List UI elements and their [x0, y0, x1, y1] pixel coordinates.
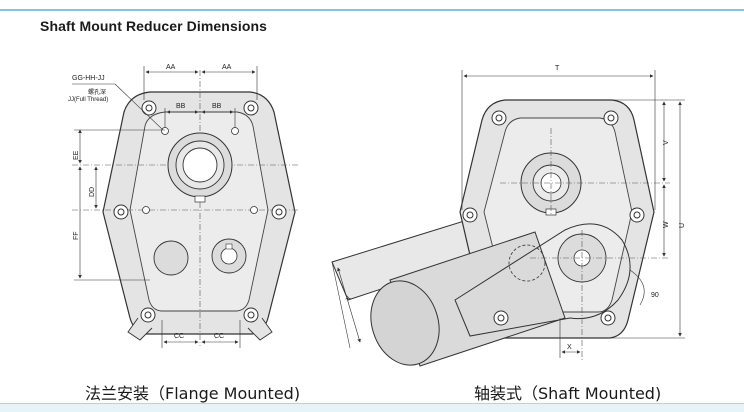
- shaft-housing-bolts: [462, 110, 645, 326]
- label-ee: EE: [73, 150, 80, 160]
- label-ff: FF: [73, 231, 80, 240]
- label-aa-left: AA: [166, 64, 176, 71]
- bottom-border: [0, 403, 744, 412]
- label-bb-left: BB: [176, 103, 186, 110]
- label-jj-full-thread: JJ(Full Thread): [68, 97, 108, 103]
- label-w: W: [663, 221, 670, 228]
- label-cc-right: CC: [214, 333, 224, 340]
- flange-input-shaft-left: [153, 240, 189, 276]
- label-x: X: [567, 344, 572, 351]
- label-tap-depth: 螺孔深: [88, 88, 106, 96]
- shaft-mounted-caption: 轴装式（Shaft Mounted): [474, 384, 662, 403]
- label-u: U: [679, 223, 686, 228]
- label-bb-right: BB: [212, 103, 222, 110]
- label-gg-hh-jj: GG-HH-JJ: [72, 75, 105, 82]
- belt-guard: [454, 223, 631, 337]
- shaft-mounted-view: T V W U 90 Y X: [331, 65, 686, 367]
- flange-tapped-holes: [142, 127, 258, 214]
- page-title: Shaft Mount Reducer Dimensions: [40, 18, 268, 34]
- motor-cylinder: [370, 231, 566, 367]
- label-t: T: [555, 65, 560, 72]
- label-angle-90: 90: [651, 292, 659, 299]
- flange-mounted-view: AA AA BB BB GG-HH-JJ 螺孔深 JJ(Full Thread)…: [68, 64, 300, 348]
- label-dd: DD: [89, 187, 96, 197]
- label-y: Y: [345, 295, 353, 302]
- label-cc-left: CC: [174, 333, 184, 340]
- label-aa-right: AA: [222, 64, 232, 71]
- flange-mounted-caption: 法兰安装（Flange Mounted): [85, 384, 301, 403]
- flange-outer-bolts: [113, 100, 287, 323]
- label-v: V: [663, 140, 670, 145]
- top-border: [0, 0, 744, 11]
